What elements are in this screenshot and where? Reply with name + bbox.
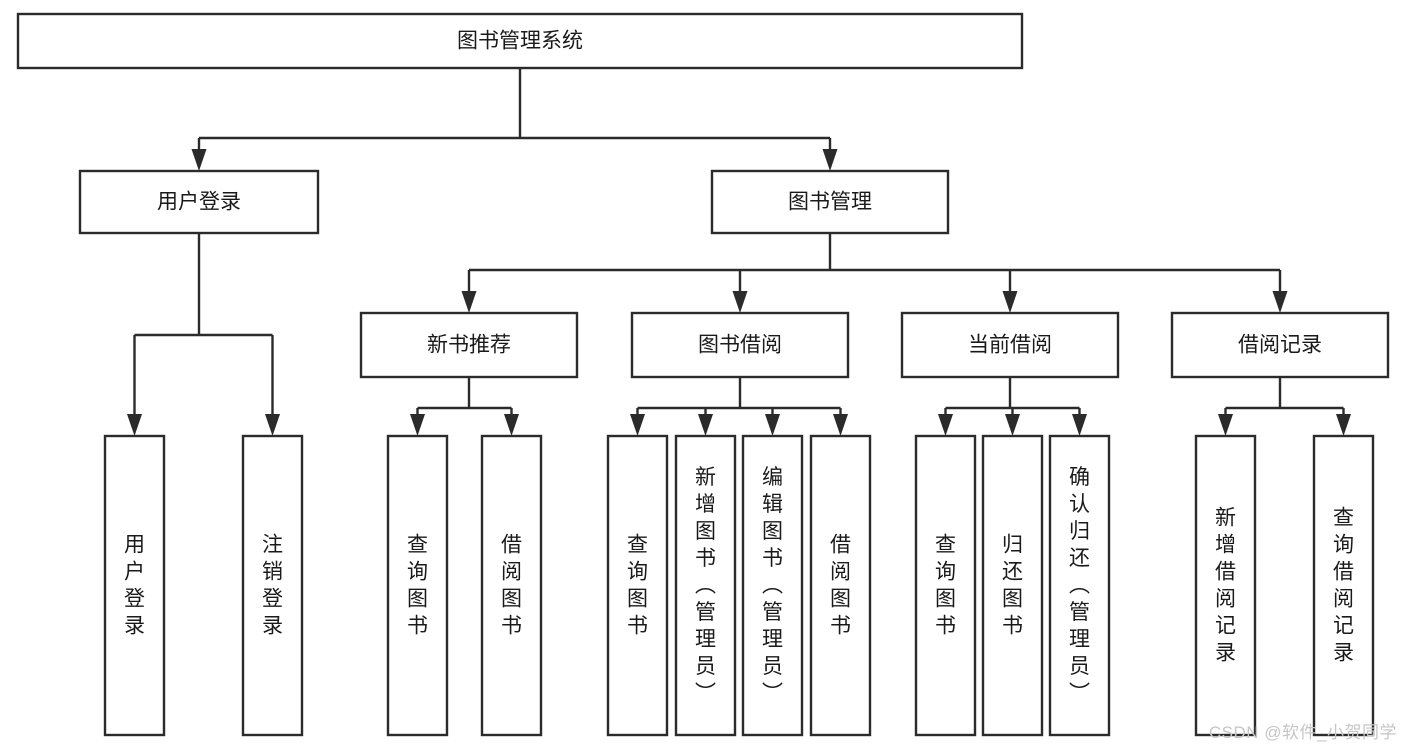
node-box[interactable] — [809, 434, 872, 737]
node-box[interactable] — [630, 311, 850, 379]
node-box[interactable] — [914, 434, 977, 737]
arrow-head-icon — [833, 414, 848, 436]
node-box[interactable] — [710, 169, 950, 235]
node-box[interactable] — [981, 434, 1044, 737]
node-box[interactable] — [78, 169, 320, 235]
node-book-borrow[interactable]: 图书借阅 — [630, 311, 850, 379]
node-label: 注销登录 — [262, 534, 283, 638]
node-label: 确认归还︵管理员︶ — [1069, 466, 1090, 705]
node-leaf-user-login[interactable]: 用户登录 — [103, 434, 166, 737]
node-box[interactable] — [674, 434, 737, 737]
arrow-head-icon — [1272, 291, 1288, 313]
arrow-head-icon — [127, 414, 142, 436]
connector-group — [630, 377, 848, 436]
node-label: 用户登录 — [124, 534, 145, 638]
node-box[interactable] — [1194, 434, 1257, 737]
connector-group — [410, 377, 519, 436]
node-leaf-add-record[interactable]: 新增借阅记录 — [1194, 434, 1257, 737]
node-user-login[interactable]: 用户登录 — [78, 169, 320, 235]
node-box[interactable] — [900, 311, 1120, 379]
node-label: 新增图书︵管理员︶ — [695, 466, 716, 705]
node-leaf-return-book[interactable]: 归还图书 — [981, 434, 1044, 737]
arrow-head-icon — [1002, 291, 1018, 313]
connectors-layer — [127, 68, 1351, 436]
arrow-head-icon — [765, 414, 780, 436]
node-leaf-confirm-return[interactable]: 确认归还︵管理员︶ — [1048, 434, 1111, 737]
arrow-head-icon — [630, 414, 645, 436]
nodes-layer: 图书管理系统用户登录图书管理新书推荐图书借阅当前借阅借阅记录用户登录注销登录查询… — [16, 12, 1390, 737]
node-label: 新增借阅记录 — [1215, 507, 1236, 665]
arrow-head-icon — [938, 414, 953, 436]
arrow-head-icon — [1336, 414, 1351, 436]
arrow-head-icon — [822, 149, 838, 171]
node-leaf-borrow-book-2[interactable]: 借阅图书 — [809, 434, 872, 737]
node-current-borrow[interactable]: 当前借阅 — [900, 311, 1120, 379]
node-label: 借阅图书 — [830, 534, 851, 638]
node-box[interactable] — [103, 434, 166, 737]
node-label: 图书借阅 — [698, 334, 782, 357]
node-label: 图书管理系统 — [457, 30, 583, 53]
arrow-head-icon — [1218, 414, 1233, 436]
node-box[interactable] — [16, 12, 1024, 70]
arrow-head-icon — [461, 291, 477, 313]
connector-group — [191, 68, 838, 171]
connector-group — [1218, 377, 1351, 436]
node-label: 查询借阅记录 — [1333, 507, 1354, 665]
arrow-head-icon — [1005, 414, 1020, 436]
node-leaf-query-book-2[interactable]: 查询图书 — [606, 434, 669, 737]
node-box[interactable] — [480, 434, 543, 737]
node-leaf-query-book-3[interactable]: 查询图书 — [914, 434, 977, 737]
node-leaf-add-book[interactable]: 新增图书︵管理员︶ — [674, 434, 737, 737]
node-box[interactable] — [1170, 311, 1390, 379]
node-leaf-borrow-book-1[interactable]: 借阅图书 — [480, 434, 543, 737]
node-label: 借阅图书 — [501, 534, 522, 638]
arrow-head-icon — [265, 414, 280, 436]
node-label: 新书推荐 — [427, 334, 511, 357]
watermark-text: CSDN @软件_小贺同学 — [1208, 723, 1397, 742]
arrow-head-icon — [410, 414, 425, 436]
node-label: 查询图书 — [407, 534, 428, 638]
node-label: 归还图书 — [1002, 534, 1023, 638]
connector-group — [461, 233, 1288, 313]
node-leaf-query-record[interactable]: 查询借阅记录 — [1312, 434, 1375, 737]
node-label: 当前借阅 — [968, 334, 1052, 357]
connector-group — [127, 233, 280, 436]
node-box[interactable] — [1312, 434, 1375, 737]
node-box[interactable] — [241, 434, 304, 737]
node-leaf-logout[interactable]: 注销登录 — [241, 434, 304, 737]
node-leaf-query-book-1[interactable]: 查询图书 — [386, 434, 449, 737]
arrow-head-icon — [732, 291, 748, 313]
node-leaf-edit-book[interactable]: 编辑图书︵管理员︶ — [741, 434, 804, 737]
node-box[interactable] — [606, 434, 669, 737]
connector-group — [938, 377, 1087, 436]
node-box[interactable] — [741, 434, 804, 737]
node-box[interactable] — [359, 311, 579, 379]
node-label: 查询图书 — [935, 534, 956, 638]
arrow-head-icon — [698, 414, 713, 436]
node-label: 图书管理 — [788, 191, 872, 214]
node-label: 用户登录 — [157, 191, 241, 214]
node-new-book-rec[interactable]: 新书推荐 — [359, 311, 579, 379]
node-root[interactable]: 图书管理系统 — [16, 12, 1024, 70]
node-box[interactable] — [1048, 434, 1111, 737]
node-borrow-record[interactable]: 借阅记录 — [1170, 311, 1390, 379]
node-label: 编辑图书︵管理员︶ — [762, 466, 783, 705]
node-book-manage[interactable]: 图书管理 — [710, 169, 950, 235]
node-box[interactable] — [386, 434, 449, 737]
arrow-head-icon — [191, 149, 207, 171]
node-label: 查询图书 — [627, 534, 648, 638]
arrow-head-icon — [1072, 414, 1087, 436]
arrow-head-icon — [504, 414, 519, 436]
node-label: 借阅记录 — [1238, 334, 1322, 357]
